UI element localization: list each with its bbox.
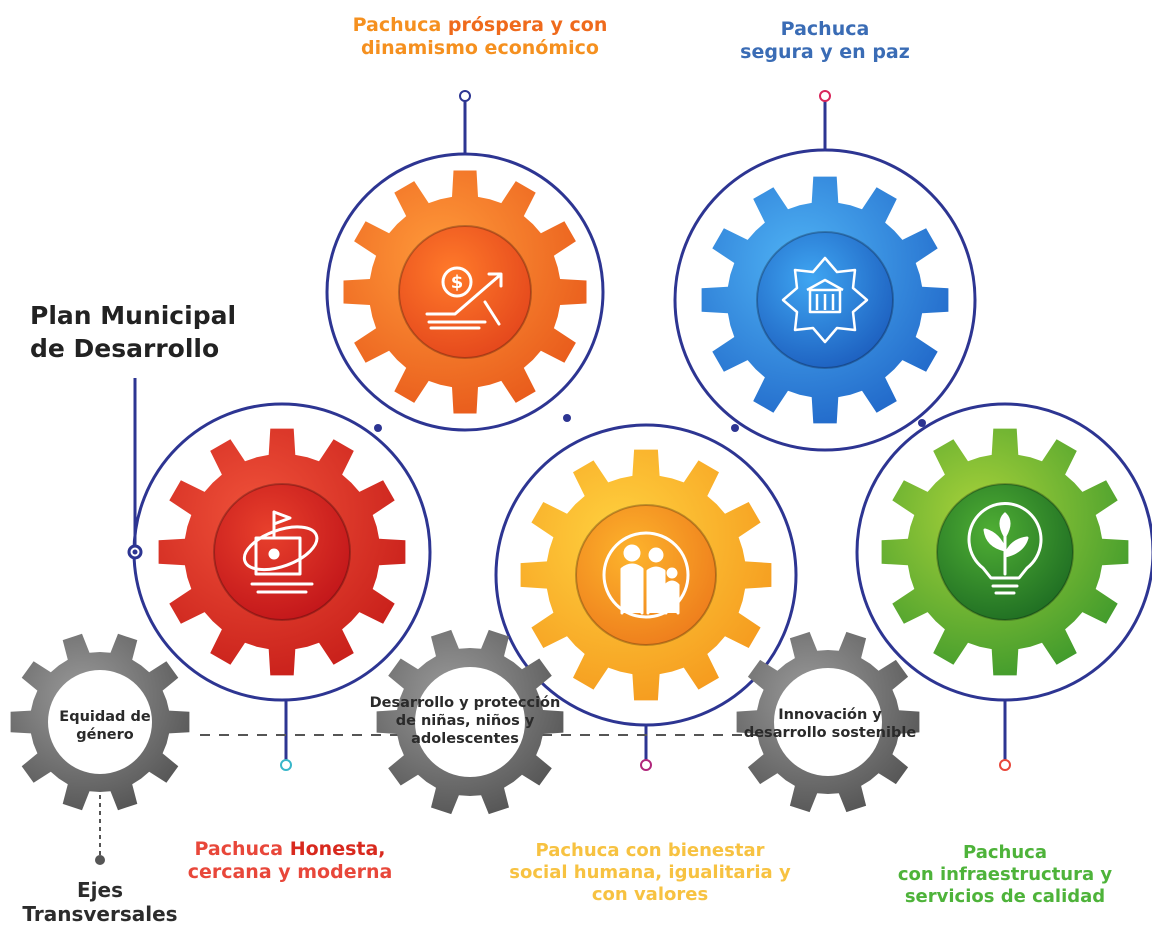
- gear-gray-ninos: [376, 629, 564, 815]
- axis-infra-line1: Pachuca: [963, 842, 1047, 863]
- equidad-line2: género: [76, 727, 134, 744]
- axis-prospera-line1b: próspera y con: [447, 14, 608, 36]
- axis-infra-line3: servicios de calidad: [904, 885, 1106, 907]
- gear-gray-innovacion: [736, 631, 920, 813]
- axis-bienestar-line2: social humana, igualitaria y: [509, 861, 791, 883]
- axis-bienestar-line1: Pachuca con bienestar: [535, 840, 765, 861]
- node-green-bottom: [999, 759, 1011, 771]
- axis-prospera-line2: dinamismo económico: [361, 37, 599, 60]
- node-junction-1: [374, 424, 382, 432]
- axis-label-infraestructura: Pachuca con infraestructura y servicios …: [870, 842, 1140, 908]
- gear-yellow-bienestar: [520, 449, 772, 701]
- node-orange-top: [459, 90, 471, 102]
- axis-honesta-line1b: Honesta,: [289, 838, 386, 860]
- node-junction-3: [731, 424, 739, 432]
- transversal-item-equidad: Equidad de género: [30, 708, 180, 744]
- axis-label-segura: Pachuca segura y en paz: [700, 18, 950, 64]
- government-building-icon: [242, 510, 319, 594]
- axis-label-bienestar: Pachuca con bienestar social humana, igu…: [480, 840, 820, 906]
- money-growth-icon: $: [425, 266, 503, 330]
- connector-nodes: [95, 90, 1011, 865]
- plant-lightbulb-icon: [967, 502, 1043, 595]
- transversal-title-line1: Ejes: [77, 878, 123, 902]
- innovacion-line2: desarrollo sostenible: [743, 725, 917, 742]
- ninos-line2: de niñas, niños y: [395, 713, 535, 730]
- axis-honesta-line1a: Pachuca: [194, 838, 290, 860]
- police-badge-icon: [781, 256, 869, 344]
- axis-segura-line2: segura y en paz: [740, 41, 910, 64]
- gear-gray-equidad: [10, 633, 190, 811]
- equidad-line1: Equidad de: [59, 709, 151, 725]
- axis-honesta-line2: cercana y moderna: [187, 861, 393, 884]
- axis-prospera-line1a: Pachuca: [352, 14, 448, 36]
- node-junction-2: [563, 414, 571, 422]
- axis-segura-line1: Pachuca: [780, 18, 870, 40]
- node-transversal: [95, 855, 105, 865]
- transversal-title-line2: Transversales: [22, 902, 178, 927]
- node-blue-top: [819, 90, 831, 102]
- node-junction-4: [918, 419, 926, 427]
- gear-red-honesta: [158, 428, 406, 676]
- node-yellow-bottom: [640, 759, 652, 771]
- transversal-item-ninos: Desarrollo y protección de niñas, niños …: [330, 694, 600, 748]
- axis-bienestar-line3: con valores: [591, 883, 709, 905]
- ninos-line1: Desarrollo y protección: [369, 695, 561, 711]
- axis-label-prospera: Pachuca próspera y con dinamismo económi…: [330, 14, 630, 60]
- svg-text:$: $: [451, 272, 464, 293]
- page-title: Plan Municipal de Desarrollo: [30, 300, 236, 365]
- transversal-title: Ejes Transversales: [0, 878, 200, 927]
- title-line2: de Desarrollo: [30, 333, 220, 363]
- axis-label-honesta: Pachuca Honesta, cercana y moderna: [160, 838, 420, 884]
- family-icon: [602, 531, 690, 619]
- node-red-bottom: [280, 759, 292, 771]
- axis-infra-line2: con infraestructura y: [897, 863, 1113, 885]
- ninos-line3: adolescentes: [411, 731, 519, 748]
- transversal-item-innovacion: Innovación y desarrollo sostenible: [705, 706, 955, 742]
- title-line1: Plan Municipal: [30, 301, 237, 330]
- innovacion-line1: Innovación y: [778, 707, 882, 723]
